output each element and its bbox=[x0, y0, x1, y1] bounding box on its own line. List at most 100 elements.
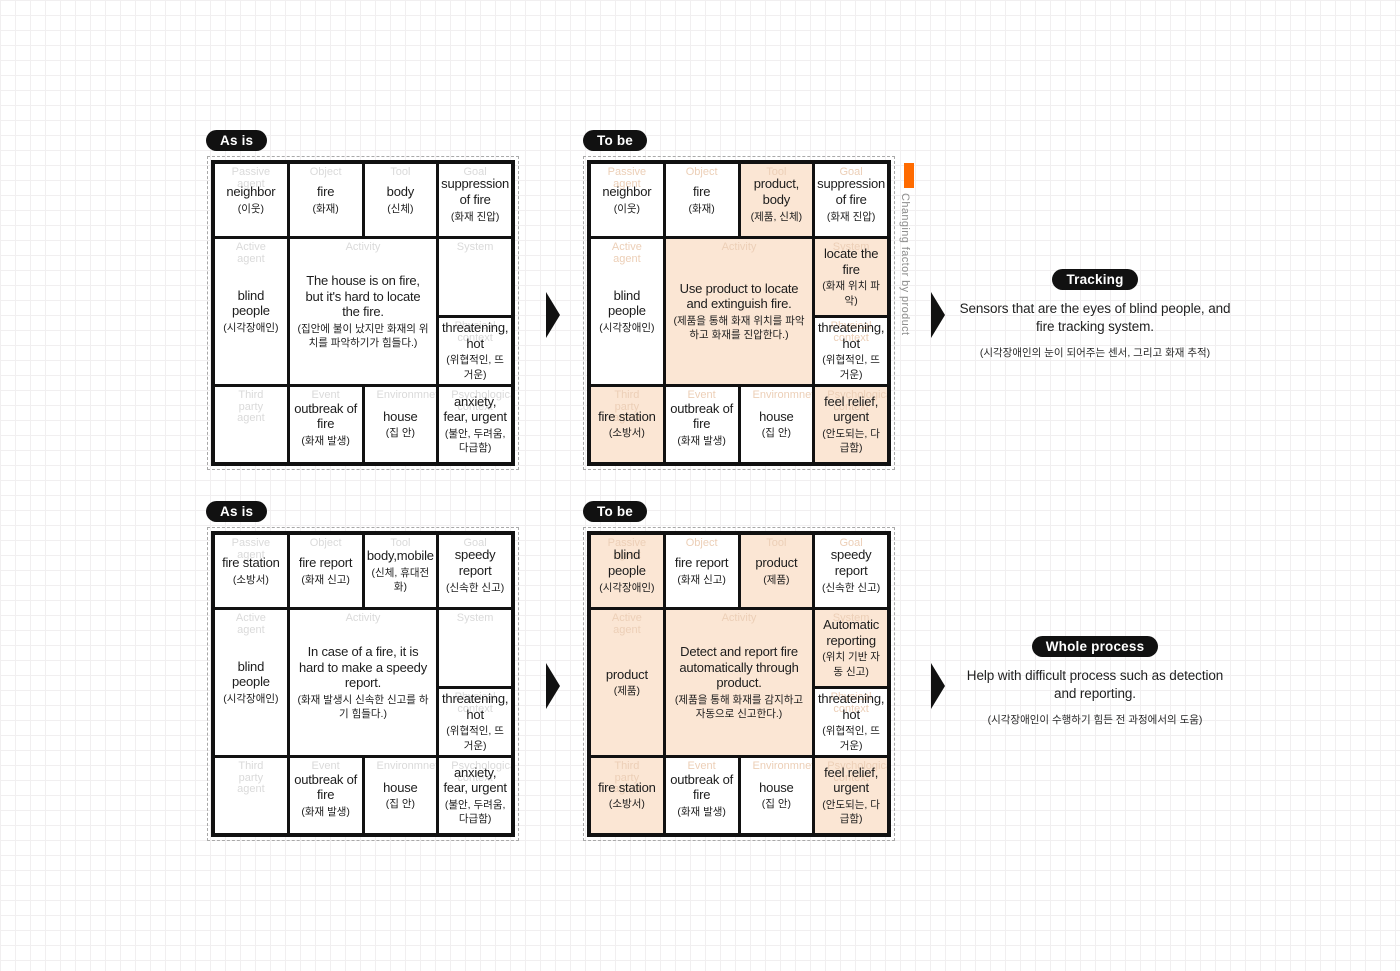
cell-value: fire station bbox=[222, 555, 280, 571]
arrow-right-icon bbox=[931, 663, 945, 709]
cell-category-label: Environmnet bbox=[752, 760, 813, 772]
cell-category-label: Event bbox=[687, 760, 716, 772]
cell-category-label: Environmnet bbox=[752, 389, 813, 401]
cell-category-label: Object bbox=[309, 537, 342, 549]
cell-value: fire bbox=[316, 184, 335, 200]
cell-value-korean: (집 안) bbox=[761, 798, 791, 811]
as-is-pill-top: As is bbox=[206, 130, 268, 151]
to-be-pill-top: To be bbox=[583, 130, 647, 151]
cell-value: outbreak of fire bbox=[294, 771, 358, 803]
cell-value: speedy report bbox=[830, 547, 872, 578]
cell-value: neighbor bbox=[226, 184, 276, 200]
cell-value: Detect and report fire automatically thr… bbox=[679, 643, 799, 691]
cell-value: suppression of fire bbox=[817, 176, 886, 207]
cell-value-korean: (화재 발생) bbox=[677, 435, 726, 447]
cell-environment: Environmnet house (집 안) bbox=[740, 387, 813, 462]
cell-value: product bbox=[605, 666, 648, 682]
tracking-pill: Tracking bbox=[1052, 269, 1138, 290]
whole-process-pill: Whole process bbox=[1031, 636, 1159, 657]
cell-value-korean: (소방서) bbox=[608, 798, 645, 811]
cell-category-label: Active agent bbox=[235, 241, 266, 265]
tracking-text: Sensors that are the eyes of blind peopl… bbox=[959, 301, 1231, 335]
cell-category-label: Object bbox=[685, 537, 718, 549]
cell-value: Use product to locate and extinguish fir… bbox=[679, 280, 799, 312]
cell-value-korean: (시각장애인) bbox=[599, 322, 655, 334]
cell-value: In case of a fire, it is hard to make a … bbox=[298, 643, 428, 691]
cell-category-label: Tool bbox=[390, 166, 411, 178]
cell-value: locate the fire bbox=[823, 246, 879, 277]
cell-value-korean: (이웃) bbox=[613, 202, 641, 215]
cell-value-korean: (안도되는, 다급함) bbox=[822, 798, 880, 826]
cell-value: house bbox=[383, 779, 418, 795]
cell-category-label: System bbox=[456, 241, 494, 253]
changing-factor-note: Changing factor by product bbox=[899, 193, 911, 336]
cell-value: outbreak of fire bbox=[670, 400, 734, 432]
cell-value-korean: (위협적인, 뜨거운) bbox=[446, 354, 504, 381]
cell-system: System bbox=[439, 239, 511, 315]
cell-value-korean: (집 안) bbox=[761, 427, 791, 440]
cell-value-korean: (제품을 통해 화재 위치를 파악하고 화재를 진압한다.) bbox=[673, 314, 805, 342]
cell-value: blind people bbox=[607, 547, 646, 578]
cell-value-korean: (위협적인, 뜨거운) bbox=[822, 354, 880, 381]
cell-value-korean: (화재 신고) bbox=[677, 573, 726, 586]
cell-value: fire bbox=[692, 184, 711, 200]
changing-factor-marker bbox=[904, 163, 914, 188]
cell-value: house bbox=[759, 408, 794, 424]
cell-value: outbreak of fire bbox=[294, 400, 358, 432]
cell-value-korean: (불안, 두려움, 다급함) bbox=[444, 798, 506, 826]
cell-value-korean: (집안에 불이 났지만 화재의 위치를 파악하기가 힘들다.) bbox=[297, 322, 429, 349]
cell-value-korean: (시각장애인) bbox=[223, 322, 279, 334]
cell-value-korean: (화재 발생) bbox=[301, 806, 350, 818]
cell-value-korean: (제품) bbox=[613, 685, 641, 698]
cell-value: product bbox=[755, 555, 798, 571]
cell-value: blind people bbox=[607, 287, 646, 319]
cell-category-label: Activity bbox=[721, 241, 757, 253]
cell-category-label: Object bbox=[685, 166, 718, 178]
cell-category-label: Environmnet bbox=[376, 389, 437, 401]
cell-value-korean: (화재 위치 파악) bbox=[822, 280, 880, 307]
cell-value-korean: (불안, 두려움, 다급함) bbox=[444, 427, 506, 455]
cell-value: anxiety, fear, urgent bbox=[443, 393, 507, 425]
cell-value: product, body bbox=[753, 176, 800, 207]
cell-value: anxiety, fear, urgent bbox=[443, 764, 507, 796]
cell-value: The house is on fire, but it's hard to l… bbox=[305, 272, 421, 320]
cell-value: house bbox=[383, 408, 418, 424]
cell-value: blind people bbox=[231, 658, 270, 690]
cell-category-label: Activity bbox=[721, 612, 757, 624]
cell-value-korean: (이웃) bbox=[237, 202, 265, 215]
arrow-right-icon bbox=[546, 292, 560, 338]
cell-value: speedy report bbox=[454, 547, 496, 578]
cell-value-korean: (신속한 신고) bbox=[446, 581, 505, 594]
to-be-pill-bottom: To be bbox=[583, 501, 647, 522]
cell-value: fire station bbox=[598, 779, 656, 795]
cell-value-korean: (위협적인, 뜨거운) bbox=[446, 725, 504, 752]
